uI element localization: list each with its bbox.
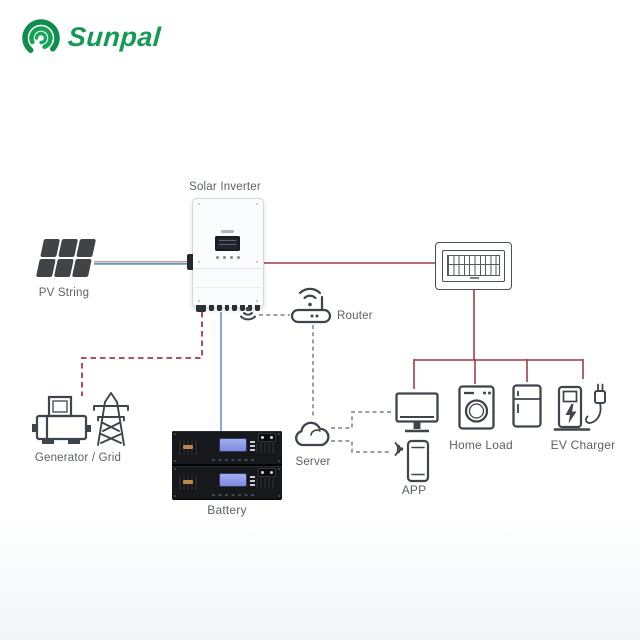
inverter-to-generator-dashed [81, 312, 203, 396]
inverter-side-connector [187, 254, 193, 270]
app-label: APP [401, 483, 427, 497]
fridge-icon [512, 384, 542, 428]
washing-machine-icon [458, 385, 495, 430]
app-smartphone-icon [394, 439, 430, 483]
solar-inverter-device [187, 198, 264, 312]
generator-icon [32, 395, 91, 444]
server-label: Server [295, 456, 331, 468]
distribution-box-icon [435, 242, 512, 290]
home-load-label: Home Load [449, 438, 513, 452]
inverter-wifi-signal-icon [240, 306, 256, 321]
sunpal-swirl-icon [22, 19, 60, 57]
router-label: Router [337, 310, 373, 322]
ev-charger-label: EV Charger [550, 438, 616, 452]
tv-icon [395, 392, 439, 433]
ev-charger-icon [553, 383, 606, 431]
battery-module [172, 431, 282, 464]
brand-logo: Sunpal [20, 15, 163, 59]
battery-label: Battery [207, 503, 247, 517]
battery-lcd [220, 439, 246, 451]
inverter-display [215, 236, 240, 251]
generator-grid-label: Generator / Grid [34, 452, 122, 464]
battery-lcd [220, 474, 246, 486]
wifi-router-icon [290, 287, 332, 324]
battery-rack-icon [172, 431, 282, 500]
battery-module [172, 466, 282, 499]
power-pylon-icon [93, 392, 129, 446]
pv-string-label: PV String [38, 287, 90, 299]
inverter-brand-mark [221, 230, 234, 233]
pv-string-icon [35, 239, 97, 277]
brand-wordmark: Sunpal [66, 21, 163, 52]
breaker-row [447, 255, 500, 276]
inverter-buttons [216, 256, 240, 259]
server-cloud-icon [295, 421, 330, 447]
server-to-tv-dashed [331, 411, 393, 429]
server-to-app-dashed [331, 440, 390, 453]
solar-inverter-label: Solar Inverter [189, 181, 261, 193]
distribution-box-inner [442, 250, 505, 282]
